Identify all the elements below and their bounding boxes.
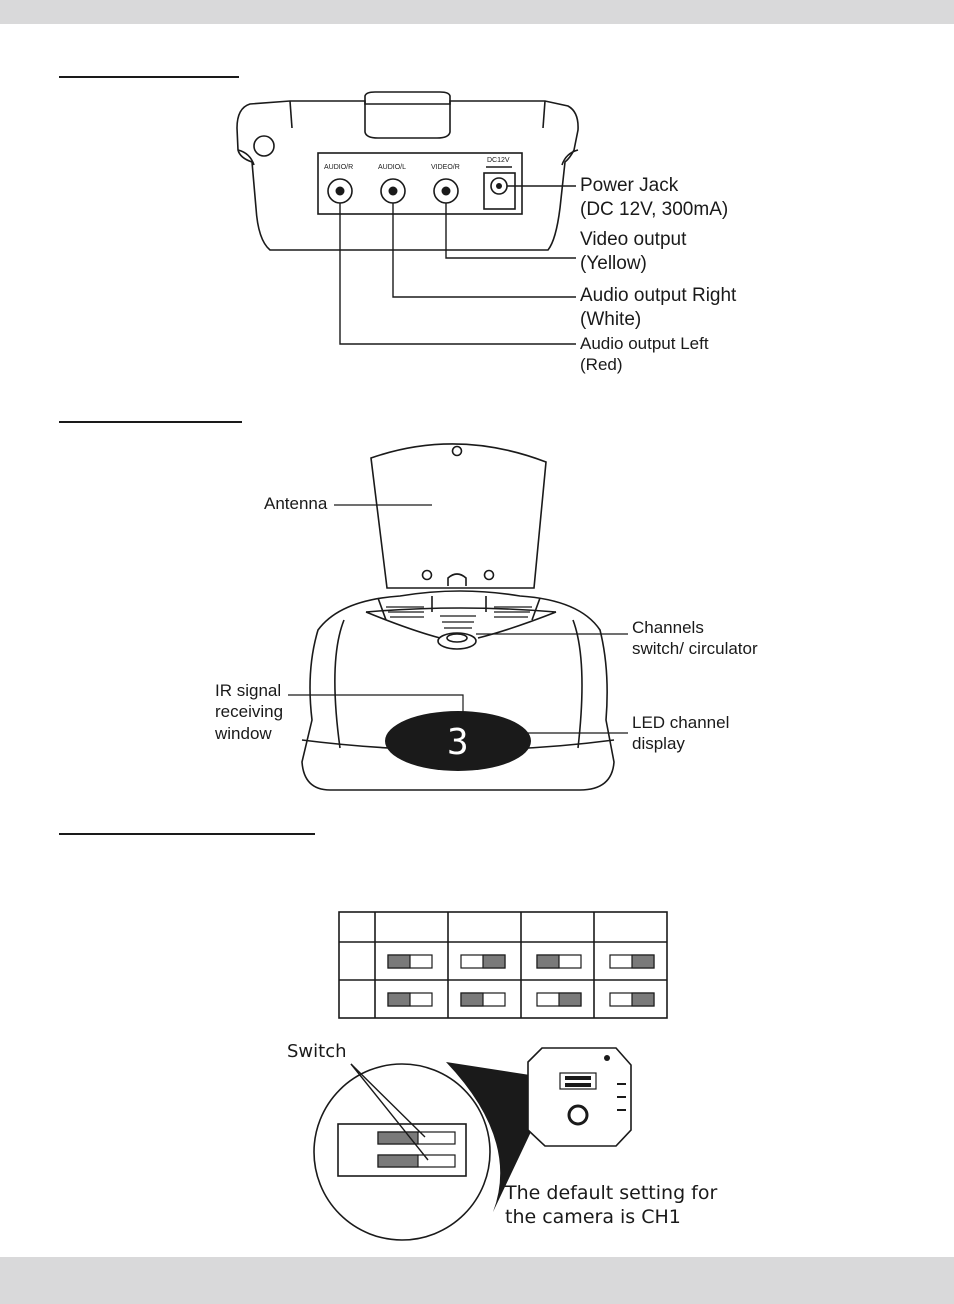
- callout-antenna: Antenna: [264, 494, 328, 513]
- callout-led-display: LED channel display: [632, 713, 730, 754]
- section-rule-3: [59, 833, 315, 835]
- camera-switch-diagram: [313, 1047, 632, 1241]
- footer-band: [0, 1257, 954, 1304]
- channel-switch-table: [338, 911, 668, 1019]
- switch-label: Switch: [287, 1041, 347, 1062]
- led-display-panel: [385, 711, 531, 771]
- callout-power-jack: Power Jack (DC 12V, 300mA): [580, 175, 729, 220]
- callout-channels-switch: Channels switch/ circulator: [632, 618, 758, 659]
- callout-audio-right: Audio output Right (White): [580, 285, 737, 330]
- led-digit: 3: [447, 722, 469, 763]
- default-setting-note: The default setting for the camera is CH…: [505, 1182, 718, 1228]
- callout-video-output: Video output (Yellow): [580, 229, 687, 274]
- section-rule-2: [59, 421, 242, 423]
- receiver-back-diagram: AUDIO/R AUDIO/L VIDEO/R DC12V: [236, 91, 579, 345]
- jack-label-audio-l: AUDIO/L: [378, 164, 406, 171]
- callout-ir-window: IR signal receiving window: [215, 681, 284, 743]
- jack-label-video-r: VIDEO/R: [431, 164, 460, 171]
- jack-label-dc12v: DC12V: [487, 157, 510, 164]
- section-rule-1: [59, 76, 239, 78]
- jack-label-audio-r: AUDIO/R: [324, 164, 353, 171]
- receiver-front-diagram: 3: [288, 443, 628, 791]
- callout-audio-left: Audio output Left (Red): [580, 334, 709, 375]
- header-band: [0, 0, 954, 24]
